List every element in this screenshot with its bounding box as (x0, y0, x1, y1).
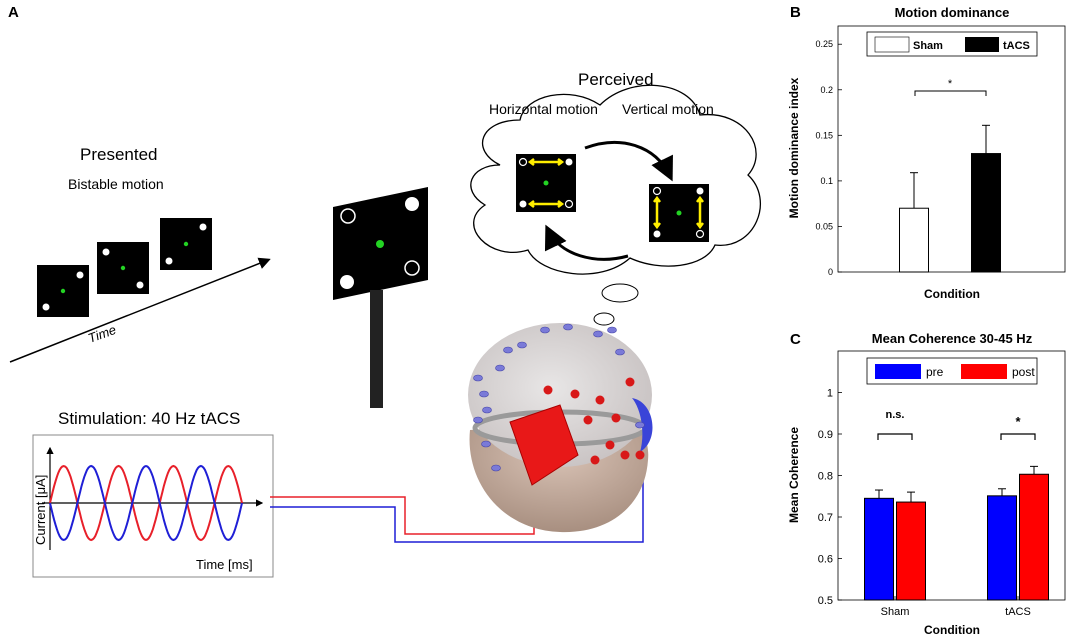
significance-marker-b: * (948, 78, 953, 90)
stimulation-waveform-box (32, 434, 274, 578)
electrode (593, 330, 603, 338)
bar-sham (899, 207, 929, 273)
vertical-motion-label: Vertical motion (622, 101, 714, 117)
electrode (607, 326, 617, 334)
chart-c-legend: pre post (866, 357, 1038, 385)
panel-letter-c: C (790, 331, 801, 348)
electrode (611, 413, 621, 423)
chart-c-significance: n.s. * (877, 409, 1036, 440)
chart-b-ylabel: Motion dominance index (787, 77, 801, 218)
y-tick-label: 0.25 (815, 39, 833, 49)
legend-swatch-tacs (965, 37, 999, 52)
chart-c-ylabel: Mean Coherence (787, 427, 801, 523)
eeg-electrodes (473, 323, 645, 472)
legend-label-pre: pre (926, 365, 944, 379)
bistable-motion-label: Bistable motion (68, 176, 164, 192)
chart-b-title: Motion dominance (895, 5, 1010, 20)
electrode (635, 450, 645, 460)
y-tick-label: 0.6 (818, 554, 833, 566)
electrode (635, 421, 645, 429)
panel-letter-b: B (790, 4, 801, 21)
electrode (481, 440, 491, 448)
time-ms-label: Time [ms] (196, 557, 253, 572)
electrode (479, 390, 489, 398)
horizontal-motion-label: Horizontal motion (489, 101, 598, 117)
chart-b-xlabel: Condition (924, 287, 980, 301)
electrode (473, 374, 483, 382)
electrode (563, 323, 573, 331)
electrode (620, 450, 630, 460)
electrode (615, 348, 625, 356)
bar-tacs (971, 153, 1001, 273)
legend-label-sham: Sham (913, 40, 943, 52)
electrode (583, 415, 593, 425)
chart-b-significance: * (914, 78, 987, 96)
electrode (570, 389, 580, 399)
stimulus-frame-1 (37, 265, 89, 317)
bar-post-sham (896, 501, 926, 601)
y-tick-label: 0 (828, 267, 833, 277)
y-tick-label: 0.7 (818, 512, 833, 524)
thought-cloud (470, 84, 761, 326)
electrode (625, 377, 635, 387)
bar-pre-sham (864, 497, 894, 601)
vertical-motion-frame (649, 184, 709, 242)
electrode (482, 406, 492, 414)
electrode (473, 416, 483, 424)
chart-b-axes-box (837, 25, 1066, 273)
electrode (503, 346, 513, 354)
electrode (543, 385, 553, 395)
electrode (495, 364, 505, 372)
blue-wire (270, 470, 644, 543)
x-tick-label: tACS (1005, 606, 1031, 618)
significance-marker-sham: n.s. (886, 409, 905, 421)
red-sine-wave (49, 464, 243, 542)
y-tick-label: 0.2 (820, 85, 833, 95)
monitor-display (333, 187, 428, 408)
legend-label-post: post (1012, 365, 1035, 379)
chart-b-legend: Sham tACS (866, 31, 1038, 57)
time-label: Time (86, 322, 118, 346)
blue-sine-wave (49, 464, 243, 542)
chart-c-xlabel: Condition (924, 623, 980, 637)
switch-arrow-top (584, 140, 673, 182)
y-tick-label: 0.9 (818, 429, 833, 441)
electrode (590, 455, 600, 465)
y-tick-label: 0.15 (815, 130, 833, 140)
y-tick-label: 0.8 (818, 471, 833, 483)
electrode (491, 464, 501, 472)
time-arrow (9, 257, 271, 363)
stimulus-frame-2 (97, 242, 149, 294)
motion-dominance-chart: B Motion dominance 0 0.05 0.1 0.15 0.2 0.25 M… (787, 4, 1066, 301)
chart-c-title: Mean Coherence 30-45 Hz (872, 331, 1033, 346)
y-tick-label: 0.1 (820, 176, 833, 186)
stimulation-title: Stimulation: 40 Hz tACS (58, 409, 240, 428)
presented-label: Presented (80, 145, 158, 164)
horizontal-motion-frame (516, 154, 576, 212)
legend-swatch-pre (875, 364, 921, 379)
illustration-panel: A Presented Bistable motion Time Perceiv… (8, 4, 761, 578)
panel-letter-a: A (8, 4, 19, 21)
legend-swatch-sham (874, 36, 910, 53)
electrode (605, 440, 615, 450)
mean-coherence-chart: C Mean Coherence 30-45 Hz 0.5 0.6 0.7 0.8 0.… (787, 331, 1066, 637)
y-tick-label: 1 (827, 388, 833, 400)
x-tick-label: Sham (881, 606, 910, 618)
significance-marker-tacs: * (1015, 414, 1021, 429)
current-axis-label: Current [μA] (33, 475, 48, 545)
bar-pre-tacs (987, 495, 1017, 601)
electrode (540, 326, 550, 334)
legend-label-tacs: tACS (1003, 40, 1030, 52)
y-tick-label: 0.5 (818, 595, 833, 607)
perceived-label: Perceived (578, 70, 654, 89)
switch-arrow-bottom (544, 224, 629, 261)
stimulus-frame-3 (160, 218, 212, 270)
electrode (517, 341, 527, 349)
y-tick-label: 0.05 (815, 221, 833, 231)
legend-swatch-post (961, 364, 1007, 379)
electrode (595, 395, 605, 405)
head-model (468, 323, 653, 533)
bar-post-tacs (1019, 473, 1049, 601)
